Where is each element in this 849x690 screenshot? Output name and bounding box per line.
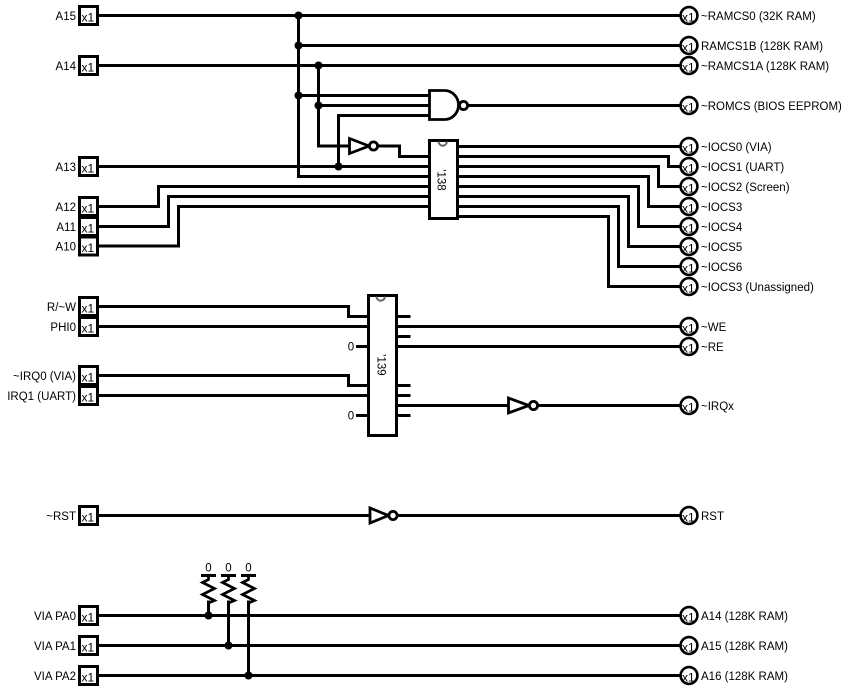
svg-text:0: 0 [348, 342, 354, 354]
svg-text:x1: x1 [682, 222, 695, 236]
svg-text:~RST: ~RST [46, 511, 76, 523]
svg-text:VIA PA2: VIA PA2 [34, 671, 76, 683]
svg-text:x1: x1 [82, 202, 95, 216]
svg-text:A12: A12 [56, 202, 76, 214]
svg-text:x1: x1 [682, 401, 695, 415]
svg-text:x1: x1 [82, 391, 95, 405]
svg-text:IRQ1 (UART): IRQ1 (UART) [7, 391, 76, 403]
svg-text:~IOCS0 (VIA): ~IOCS0 (VIA) [701, 142, 772, 154]
svg-text:x1: x1 [682, 511, 695, 525]
svg-text:x1: x1 [82, 11, 95, 25]
svg-text:~WE: ~WE [701, 322, 727, 334]
svg-text:x1: x1 [82, 61, 95, 75]
svg-text:x1: x1 [82, 611, 95, 625]
svg-text:x1: x1 [682, 342, 695, 356]
svg-text:~RAMCS1A (128K RAM): ~RAMCS1A (128K RAM) [701, 61, 829, 73]
svg-text:x1: x1 [682, 61, 695, 75]
svg-text:x1: x1 [82, 302, 95, 316]
svg-text:x1: x1 [82, 322, 95, 336]
svg-text:~IOCS5: ~IOCS5 [701, 242, 742, 254]
svg-text:x1: x1 [682, 101, 695, 115]
svg-text:A16 (128K RAM): A16 (128K RAM) [701, 671, 788, 683]
svg-text:x1: x1 [682, 611, 695, 625]
svg-text:A10: A10 [56, 242, 76, 254]
svg-text:x1: x1 [82, 371, 95, 385]
svg-text:RST: RST [701, 511, 724, 523]
svg-text:x1: x1 [682, 182, 695, 196]
svg-text:x1: x1 [82, 162, 95, 176]
svg-text:~RE: ~RE [701, 342, 724, 354]
svg-text:R/~W: R/~W [47, 302, 76, 314]
svg-text:~IOCS3 (Unassigned): ~IOCS3 (Unassigned) [701, 282, 814, 294]
svg-text:x1: x1 [82, 222, 95, 236]
svg-text:~IOCS6: ~IOCS6 [701, 262, 742, 274]
svg-text:'138: '138 [435, 169, 447, 190]
svg-text:x1: x1 [682, 282, 695, 296]
svg-text:0: 0 [225, 563, 231, 575]
svg-text:0: 0 [205, 563, 211, 575]
svg-text:~IOCS2 (Screen): ~IOCS2 (Screen) [701, 182, 790, 194]
svg-text:A15 (128K RAM): A15 (128K RAM) [701, 641, 788, 653]
svg-text:x1: x1 [682, 242, 695, 256]
svg-text:x1: x1 [682, 162, 695, 176]
svg-text:PHI0: PHI0 [50, 322, 76, 334]
svg-text:A11: A11 [56, 222, 76, 234]
svg-text:A13: A13 [56, 162, 76, 174]
svg-text:A14 (128K RAM): A14 (128K RAM) [701, 611, 788, 623]
svg-text:'139: '139 [375, 354, 387, 375]
svg-text:x1: x1 [82, 641, 95, 655]
svg-text:VIA PA0: VIA PA0 [34, 611, 76, 623]
svg-text:x1: x1 [682, 11, 695, 25]
svg-text:x1: x1 [82, 671, 95, 685]
svg-text:0: 0 [348, 411, 354, 423]
svg-text:~IOCS3: ~IOCS3 [701, 202, 742, 214]
svg-text:x1: x1 [682, 41, 695, 55]
svg-text:x1: x1 [682, 262, 695, 276]
svg-text:A15: A15 [56, 11, 76, 23]
svg-text:x1: x1 [682, 202, 695, 216]
svg-text:x1: x1 [82, 511, 95, 525]
svg-text:x1: x1 [682, 671, 695, 685]
svg-text:~IRQx: ~IRQx [701, 401, 734, 413]
svg-text:~RAMCS0 (32K RAM): ~RAMCS0 (32K RAM) [701, 11, 816, 23]
svg-text:A14: A14 [56, 61, 77, 73]
svg-text:VIA PA1: VIA PA1 [34, 641, 76, 653]
svg-text:RAMCS1B (128K RAM): RAMCS1B (128K RAM) [701, 41, 823, 53]
svg-text:x1: x1 [682, 641, 695, 655]
svg-text:~ROMCS (BIOS EEPROM): ~ROMCS (BIOS EEPROM) [701, 101, 842, 113]
svg-text:~IOCS4: ~IOCS4 [701, 222, 743, 234]
svg-text:x1: x1 [682, 142, 695, 156]
svg-text:0: 0 [245, 563, 251, 575]
svg-text:~IRQ0 (VIA): ~IRQ0 (VIA) [13, 371, 76, 383]
svg-text:x1: x1 [82, 241, 95, 255]
svg-text:~IOCS1 (UART): ~IOCS1 (UART) [701, 162, 784, 174]
svg-text:x1: x1 [682, 322, 695, 336]
